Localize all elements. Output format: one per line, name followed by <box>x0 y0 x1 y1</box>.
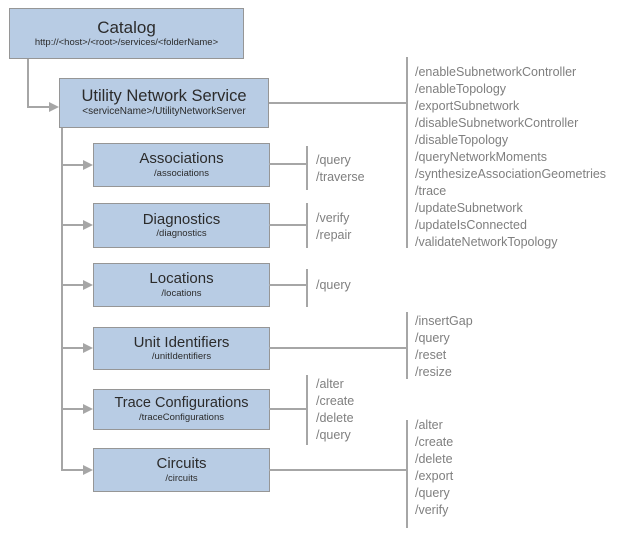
operation-item: /updateIsConnected <box>415 218 527 232</box>
tickbar-unit-identifiers-operations <box>406 312 408 379</box>
operation-item: /query <box>415 486 450 500</box>
operation-item: /reset <box>415 348 447 362</box>
node-locations-path: /locations <box>161 287 202 299</box>
node-utility-network-service: Utility Network Service <serviceName>/Ut… <box>59 78 269 128</box>
operation-item: /queryNetworkMoments <box>415 150 547 164</box>
arrowhead-icon <box>83 464 93 475</box>
operations-list-trace-configurations: /alter /create /delete /query <box>316 376 354 444</box>
operation-item: /insertGap <box>415 314 473 328</box>
operation-item: /repair <box>316 228 352 242</box>
operations-list-unit-identifiers: /insertGap /query /reset /resize <box>415 313 473 381</box>
connector-branch-diagnostics <box>61 224 83 226</box>
connector-branch-trace-configurations <box>61 408 83 410</box>
tickbar-diagnostics-operations <box>306 203 308 248</box>
node-diagnostics-title: Diagnostics <box>142 210 221 228</box>
node-diagnostics: Diagnostics /diagnostics <box>93 203 270 248</box>
node-catalog-url: http://<host>/<root>/services/<folderNam… <box>34 37 219 49</box>
connector-associations-operations <box>269 163 307 165</box>
node-trace-configurations-path: /traceConfigurations <box>138 411 225 423</box>
tickbar-associations-operations <box>306 146 308 190</box>
operation-item: /updateSubnetwork <box>415 201 523 215</box>
node-trace-configurations: Trace Configurations /traceConfiguration… <box>93 389 270 430</box>
node-circuits-title: Circuits <box>156 455 207 473</box>
arrowhead-icon <box>83 403 93 414</box>
node-associations: Associations /associations <box>93 143 270 187</box>
operation-item: /delete <box>316 411 354 425</box>
operation-item: /verify <box>316 211 350 225</box>
arrowhead-icon <box>83 342 93 353</box>
operation-item: /export <box>415 469 454 483</box>
tickbar-trace-configurations-operations <box>306 375 308 445</box>
operations-list-diagnostics: /verify /repair <box>316 210 351 244</box>
node-diagnostics-path: /diagnostics <box>156 228 207 240</box>
operation-item: /disableSubnetworkController <box>415 116 579 130</box>
arrowhead-icon <box>83 159 93 170</box>
operation-item: /query <box>316 428 351 442</box>
connector-uns-operations <box>269 102 407 104</box>
node-trace-configurations-title: Trace Configurations <box>114 395 249 412</box>
operations-list-circuits: /alter /create /delete /export /query /v… <box>415 417 453 519</box>
connector-trace-configurations-operations <box>269 408 307 410</box>
operation-item: /enableSubnetworkController <box>415 65 577 79</box>
connector-branch-associations <box>61 164 83 166</box>
node-unit-identifiers: Unit Identifiers /unitIdentifiers <box>93 327 270 370</box>
tickbar-circuits-operations <box>406 420 408 528</box>
connector-branch-unit-identifiers <box>61 347 83 349</box>
operation-item: /validateNetworkTopology <box>415 235 558 249</box>
operation-item: /query <box>415 331 450 345</box>
connector-branch-circuits <box>61 469 83 471</box>
node-locations-title: Locations <box>149 270 214 288</box>
arrowhead-icon <box>83 219 93 230</box>
connector-trunk-vertical <box>61 128 63 471</box>
operation-item: /trace <box>415 184 447 198</box>
node-unit-identifiers-title: Unit Identifiers <box>133 333 230 351</box>
operation-item: /exportSubnetwork <box>415 99 520 113</box>
node-circuits-path: /circuits <box>165 472 198 484</box>
node-utility-network-service-title: Utility Network Service <box>81 87 247 106</box>
operations-list-utility-network-service: /enableSubnetworkController /enableTopol… <box>415 64 606 251</box>
operation-item: /verify <box>415 503 449 517</box>
operation-item: /alter <box>415 418 443 432</box>
connector-catalog-horizontal <box>27 106 51 108</box>
node-locations: Locations /locations <box>93 263 270 307</box>
node-catalog: Catalog http://<host>/<root>/services/<f… <box>9 8 244 59</box>
connector-unit-identifiers-operations <box>269 347 407 349</box>
node-utility-network-service-path: <serviceName>/UtilityNetworkServer <box>82 106 246 118</box>
operation-item: /query <box>316 278 351 292</box>
node-circuits: Circuits /circuits <box>93 448 270 492</box>
node-unit-identifiers-path: /unitIdentifiers <box>151 351 212 363</box>
connector-diagnostics-operations <box>269 224 307 226</box>
operation-item: /alter <box>316 377 344 391</box>
operation-item: /disableTopology <box>415 133 509 147</box>
node-associations-title: Associations <box>139 150 224 168</box>
tickbar-locations-operations <box>306 269 308 307</box>
connector-locations-operations <box>269 284 307 286</box>
operation-item: /enableTopology <box>415 82 507 96</box>
operation-item: /create <box>316 394 355 408</box>
operation-item: /query <box>316 153 351 167</box>
tickbar-uns-operations <box>406 57 408 248</box>
operation-item: /create <box>415 435 454 449</box>
connector-branch-locations <box>61 284 83 286</box>
arrowhead-icon <box>49 101 59 112</box>
connector-catalog-vertical <box>27 59 29 108</box>
operation-item: /resize <box>415 365 452 379</box>
operation-item: /delete <box>415 452 453 466</box>
operation-item: /traverse <box>316 170 365 184</box>
node-catalog-title: Catalog <box>97 17 156 37</box>
arrowhead-icon <box>83 279 93 290</box>
operations-list-associations: /query /traverse <box>316 152 365 186</box>
operation-item: /synthesizeAssociationGeometries <box>415 167 607 181</box>
connector-circuits-operations <box>269 469 407 471</box>
node-associations-path: /associations <box>154 167 209 179</box>
operations-list-locations: /query <box>316 277 351 294</box>
